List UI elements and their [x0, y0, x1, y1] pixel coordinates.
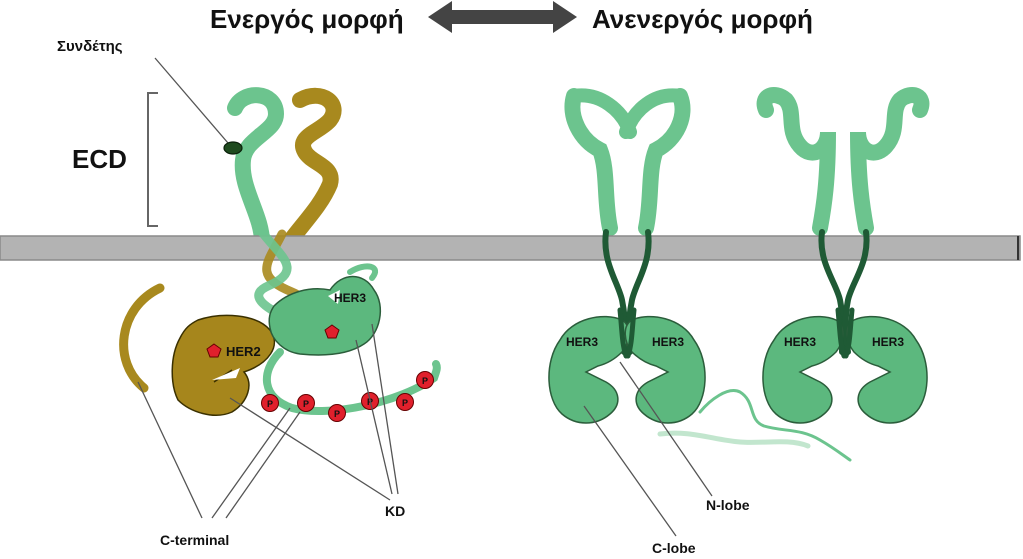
her3-linker-right-2: [842, 229, 870, 355]
her2-label: HER2: [226, 344, 261, 359]
pointer-lines-active: [137, 323, 399, 519]
phospho-site: P: [328, 404, 346, 422]
her3-c-terminal-tail: [262, 348, 441, 415]
her3-label-inactive-1a: HER3: [566, 335, 598, 349]
her3-ecd-right-1b: [619, 88, 687, 139]
her3-kinase-domain-active: [268, 275, 382, 356]
svg-text:P: P: [303, 399, 309, 409]
her3-ecd-right-1: [638, 88, 691, 236]
svg-text:P: P: [402, 398, 408, 408]
inactive-form-title: Ανενεργός μορφή: [592, 4, 813, 34]
her3-linker-overlay-1: [617, 307, 637, 359]
her3-label-inactive-1b: HER3: [652, 335, 684, 349]
phospho-site: P: [396, 393, 414, 411]
cell-membrane: [0, 235, 1021, 261]
her3-ecd-left-2: [756, 87, 836, 236]
her3-kinase-right-2: [846, 315, 928, 424]
ligand-pointer-line: [154, 57, 229, 144]
c-terminal-label: C-terminal: [160, 532, 229, 548]
her2-ecd: [274, 87, 342, 260]
active-form-title: Ενεργός μορφή: [210, 4, 404, 34]
double-arrow-icon: [428, 1, 577, 33]
her3-kinase-right-1: [624, 315, 706, 424]
her3-c-terminal-top-loop: [347, 263, 379, 281]
pointer-lines-inactive: [583, 361, 713, 537]
her3-label-inactive-2b: HER3: [872, 335, 904, 349]
her2-inhibitor-pentagon: [206, 343, 222, 358]
her2-kinase-domain: [171, 314, 276, 416]
her3-ecd-left-1: [564, 88, 618, 236]
kd-label: KD: [385, 503, 405, 519]
her3-transmembrane: [254, 227, 292, 315]
ecd-bracket: [147, 92, 158, 227]
phospho-site: P: [261, 394, 279, 412]
her3-ecd-right-2: [850, 87, 930, 236]
her2-cleft: [212, 368, 240, 380]
her3-kinase-left-2: [762, 315, 844, 424]
phospho-site: P: [297, 394, 315, 412]
n-lobe-label: N-lobe: [706, 497, 750, 513]
her3-linker-overlay-2: [835, 307, 855, 359]
her2-c-terminal: [119, 283, 165, 393]
phospho-sites: P P P P P P: [261, 371, 434, 422]
c-lobe-label: C-lobe: [652, 540, 696, 556]
her3-c-terminal-inactive-tail-faint: [657, 430, 811, 449]
ecd-label: ECD: [72, 144, 127, 174]
her3-c-terminal-inactive-tail: [698, 389, 852, 462]
svg-text:P: P: [267, 399, 273, 409]
her3-kinase-left-1: [548, 315, 630, 424]
her3-inhibitor-pentagon: [324, 324, 340, 339]
ligand-dot: [223, 141, 243, 155]
ligand-label: Συνδέτης: [57, 38, 123, 55]
her3-label-active: HER3: [334, 291, 366, 305]
phospho-site: P: [416, 371, 434, 389]
her3-cleft-active: [328, 290, 340, 304]
her3-ecd-active: [227, 87, 285, 250]
svg-text:P: P: [334, 409, 340, 419]
svg-text:P: P: [422, 376, 428, 386]
her3-label-inactive-2a: HER3: [784, 335, 816, 349]
